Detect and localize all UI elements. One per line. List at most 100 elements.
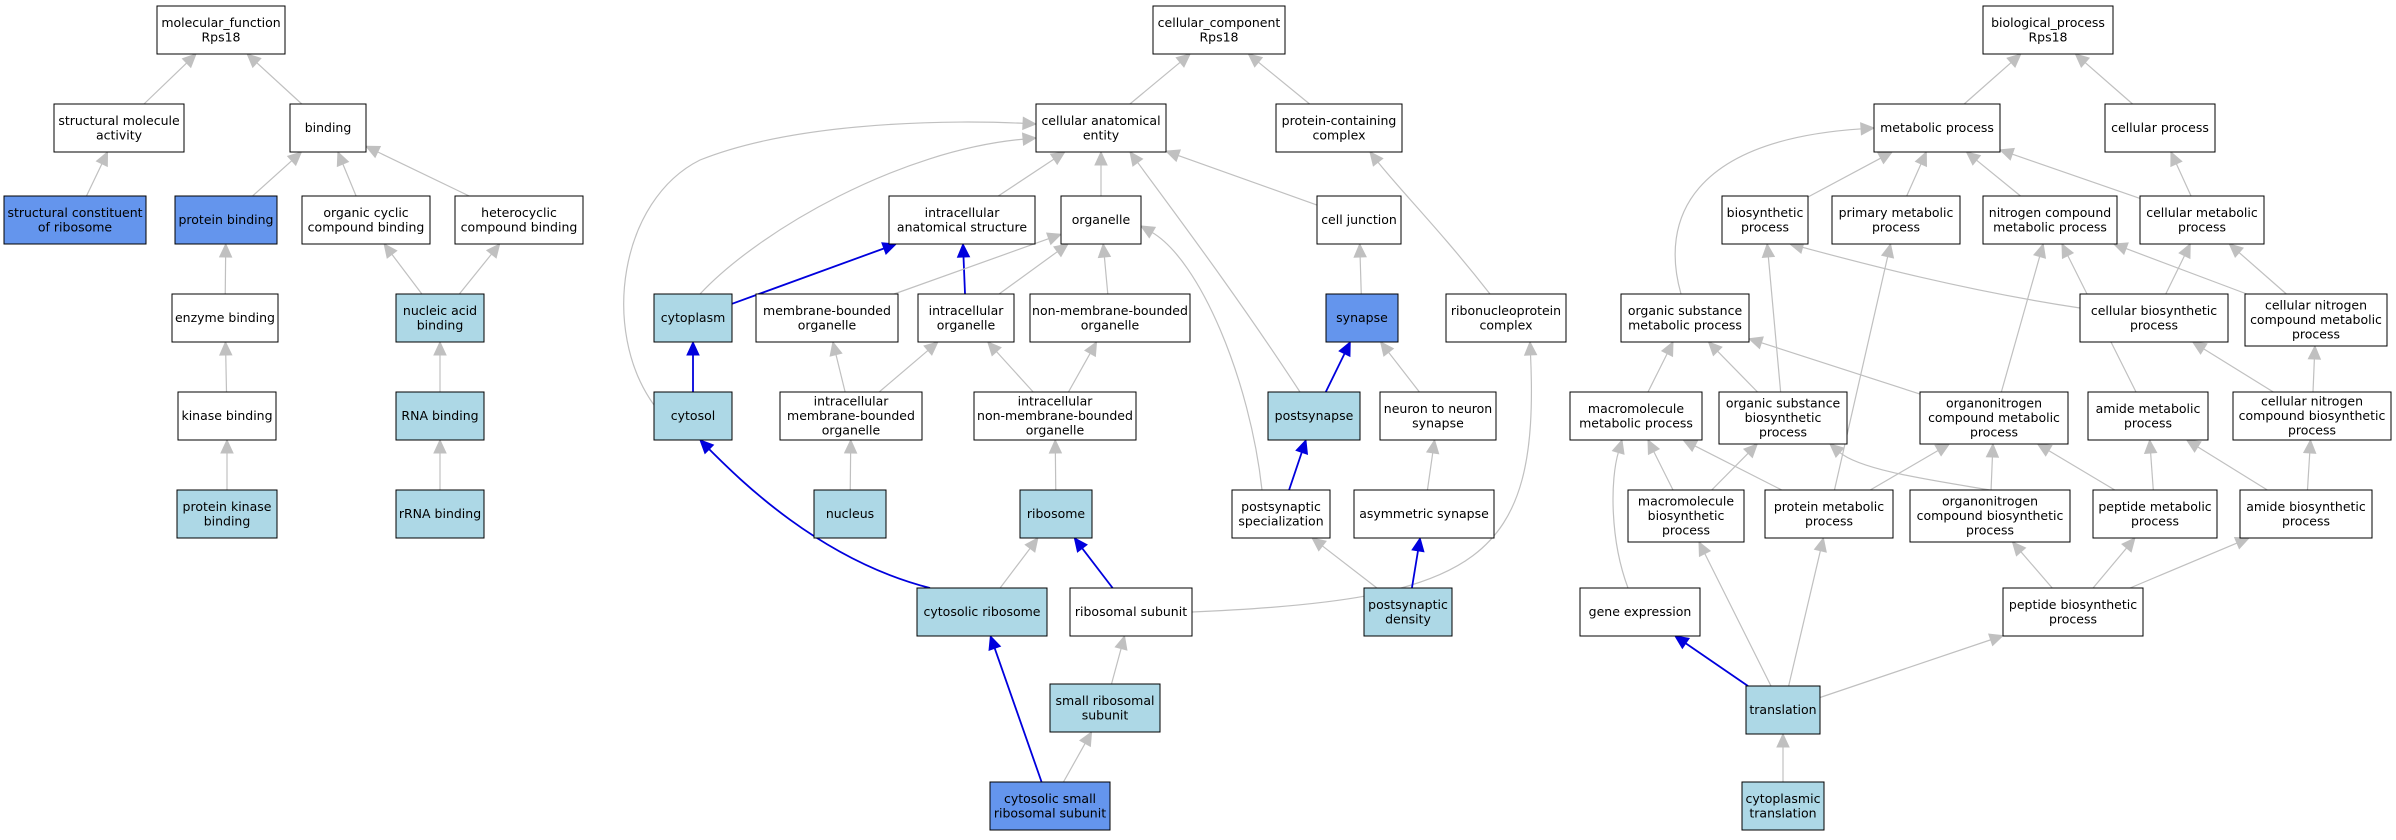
go-term-label: nitrogen compound [1989,205,2111,220]
edge-organonitrogen-compound-metabolic-process-to-nitrogen-compound-metabolic-process [2001,256,2040,392]
edge-asymmetric-synapse-to-neuron-to-neuron-synapse [1427,452,1432,490]
edge-kinase-binding-to-enzyme-binding-arrowhead [220,342,232,355]
edge-macromolecule-metabolic-process-to-organic-substance-metabolic-process-arrowhead [1662,342,1673,356]
go-term-ribosome[interactable]: ribosome [1020,490,1092,538]
edge-translation-to-protein-metabolic-process-arrowhead [1815,538,1827,552]
go-term-cellular-process[interactable]: cellular process [2105,104,2215,152]
go-term-label: kinase binding [181,408,272,423]
go-term-organelle[interactable]: organelle [1061,196,1141,244]
edge-protein-binding-to-binding [253,160,293,196]
go-term-enzyme-binding[interactable]: enzyme binding [172,294,278,342]
go-term-cytosol[interactable]: cytosol [654,392,732,440]
go-term-postsynapse[interactable]: postsynapse [1268,392,1360,440]
go-term-metabolic-process[interactable]: metabolic process [1874,104,2000,152]
edge-peptide-biosynthetic-process-to-amide-biosynthetic-process-arrowhead [2235,538,2249,549]
go-term-label: protein-containing [1282,113,1397,128]
go-term-label: intracellular [1018,394,1094,409]
go-term-label: non-membrane-bounded [977,408,1133,423]
go-term-intracellular-non-membrane-bounded-organelle[interactable]: intracellularnon-membrane-boundedorganel… [974,392,1136,440]
edge-peptide-biosynthetic-process-to-organonitrogen-compound-biosynthetic-process [2020,551,2052,588]
edge-small-ribosomal-subunit-to-ribosomal-subunit [1112,648,1122,684]
edge-cytoplasm-to-intracellular-anatomical-structure-arrowhead [882,243,896,254]
go-term-cell-junction[interactable]: cell junction [1317,196,1401,244]
go-term-label: complex [1313,127,1366,142]
go-term-protein-binding[interactable]: protein binding [175,196,277,244]
edge-protein-metabolic-process-to-organonitrogen-compound-metabolic-process [1870,450,1939,490]
go-term-label: process [2049,611,2097,626]
go-term-rrna-binding[interactable]: rRNA binding [396,490,484,538]
go-term-cytosolic-ribosome[interactable]: cytosolic ribosome [917,588,1047,636]
edge-cellular-nitrogen-compound-metabolic-process-to-cellular-metabolic-process-arrowhead [2229,244,2243,257]
edge-protein-containing-complex-to-cellular-component-arrowhead [1248,54,1262,67]
edge-intracellular-membrane-bounded-organelle-to-intracellular-organelle [879,350,929,392]
go-term-translation[interactable]: translation [1746,686,1820,734]
edge-intracellular-organelle-to-intracellular-anatomical-structure-arrowhead [958,244,970,257]
go-term-label: Rps18 [201,29,240,44]
go-term-label: membrane-bounded [787,408,915,423]
edge-cytosol-to-cytoplasm-arrowhead [687,342,699,355]
go-term-asymmetric-synapse[interactable]: asymmetric synapse [1354,490,1494,538]
edge-intracellular-anatomical-structure-to-cellular-anatomical-entity-arrowhead [1051,152,1065,164]
edge-ribosomal-subunit-to-ribosome [1082,548,1113,588]
go-term-label: binding [204,513,251,528]
edge-nucleic-acid-binding-to-organic-cyclic-compound-binding [391,254,422,294]
go-term-label: nucleus [826,506,874,521]
go-term-binding[interactable]: binding [290,104,366,152]
edge-organonitrogen-compound-metabolic-process-to-organic-substance-metabolic-process [1760,342,1920,394]
go-term-synapse[interactable]: synapse [1326,294,1398,342]
go-term-gene-expression[interactable]: gene expression [1580,588,1700,636]
go-term-rna-binding[interactable]: RNA binding [396,392,484,440]
go-term-label: organonitrogen [1942,494,2038,509]
go-term-kinase-binding[interactable]: kinase binding [178,392,276,440]
go-term-ribosomal-subunit[interactable]: ribosomal subunit [1070,588,1192,636]
go-term-label: cytosolic ribosome [924,604,1041,619]
edge-postsynaptic-density-to-asymmetric-synapse [1412,550,1418,588]
edge-peptide-biosynthetic-process-to-amide-biosynthetic-process [2130,543,2238,588]
edge-rna-binding-to-nucleic-acid-binding-arrowhead [434,342,446,355]
go-term-cytoplasm[interactable]: cytoplasm [654,294,732,342]
go-term-label: rRNA binding [399,506,481,521]
go-term-nucleus[interactable]: nucleus [814,490,886,538]
